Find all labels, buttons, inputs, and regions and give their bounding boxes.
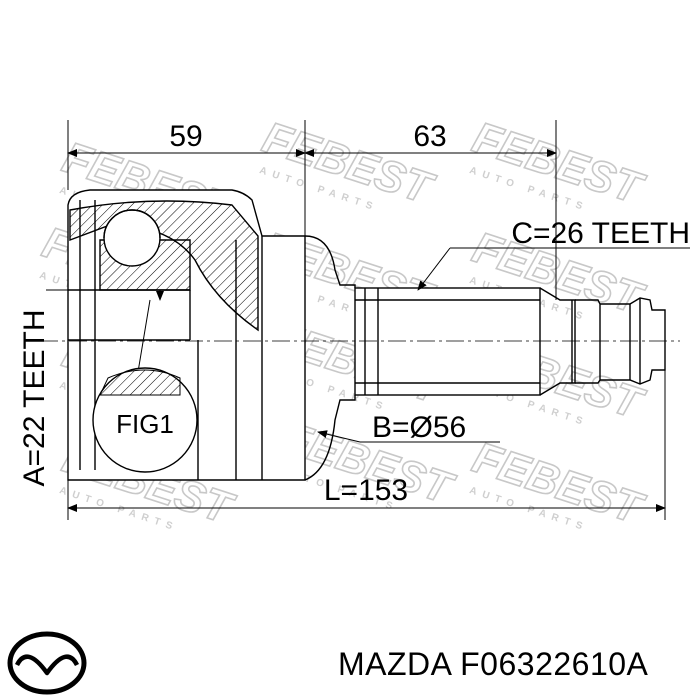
- dim-59-label: 59: [169, 120, 202, 153]
- dim-63-label: 63: [413, 120, 446, 153]
- fig1-label: FIG1: [116, 409, 174, 439]
- length-l-label: L=153: [324, 474, 408, 507]
- fig1-callout: FIG1: [92, 367, 198, 473]
- part-number-text: MAZDA F06322610A: [338, 646, 649, 682]
- teeth-c-label: C=26 TEETH: [511, 217, 690, 250]
- teeth-a-label: A=22 TEETH: [18, 309, 51, 486]
- mazda-logo: [7, 631, 87, 695]
- diameter-b-label: B=Ø56: [372, 411, 466, 444]
